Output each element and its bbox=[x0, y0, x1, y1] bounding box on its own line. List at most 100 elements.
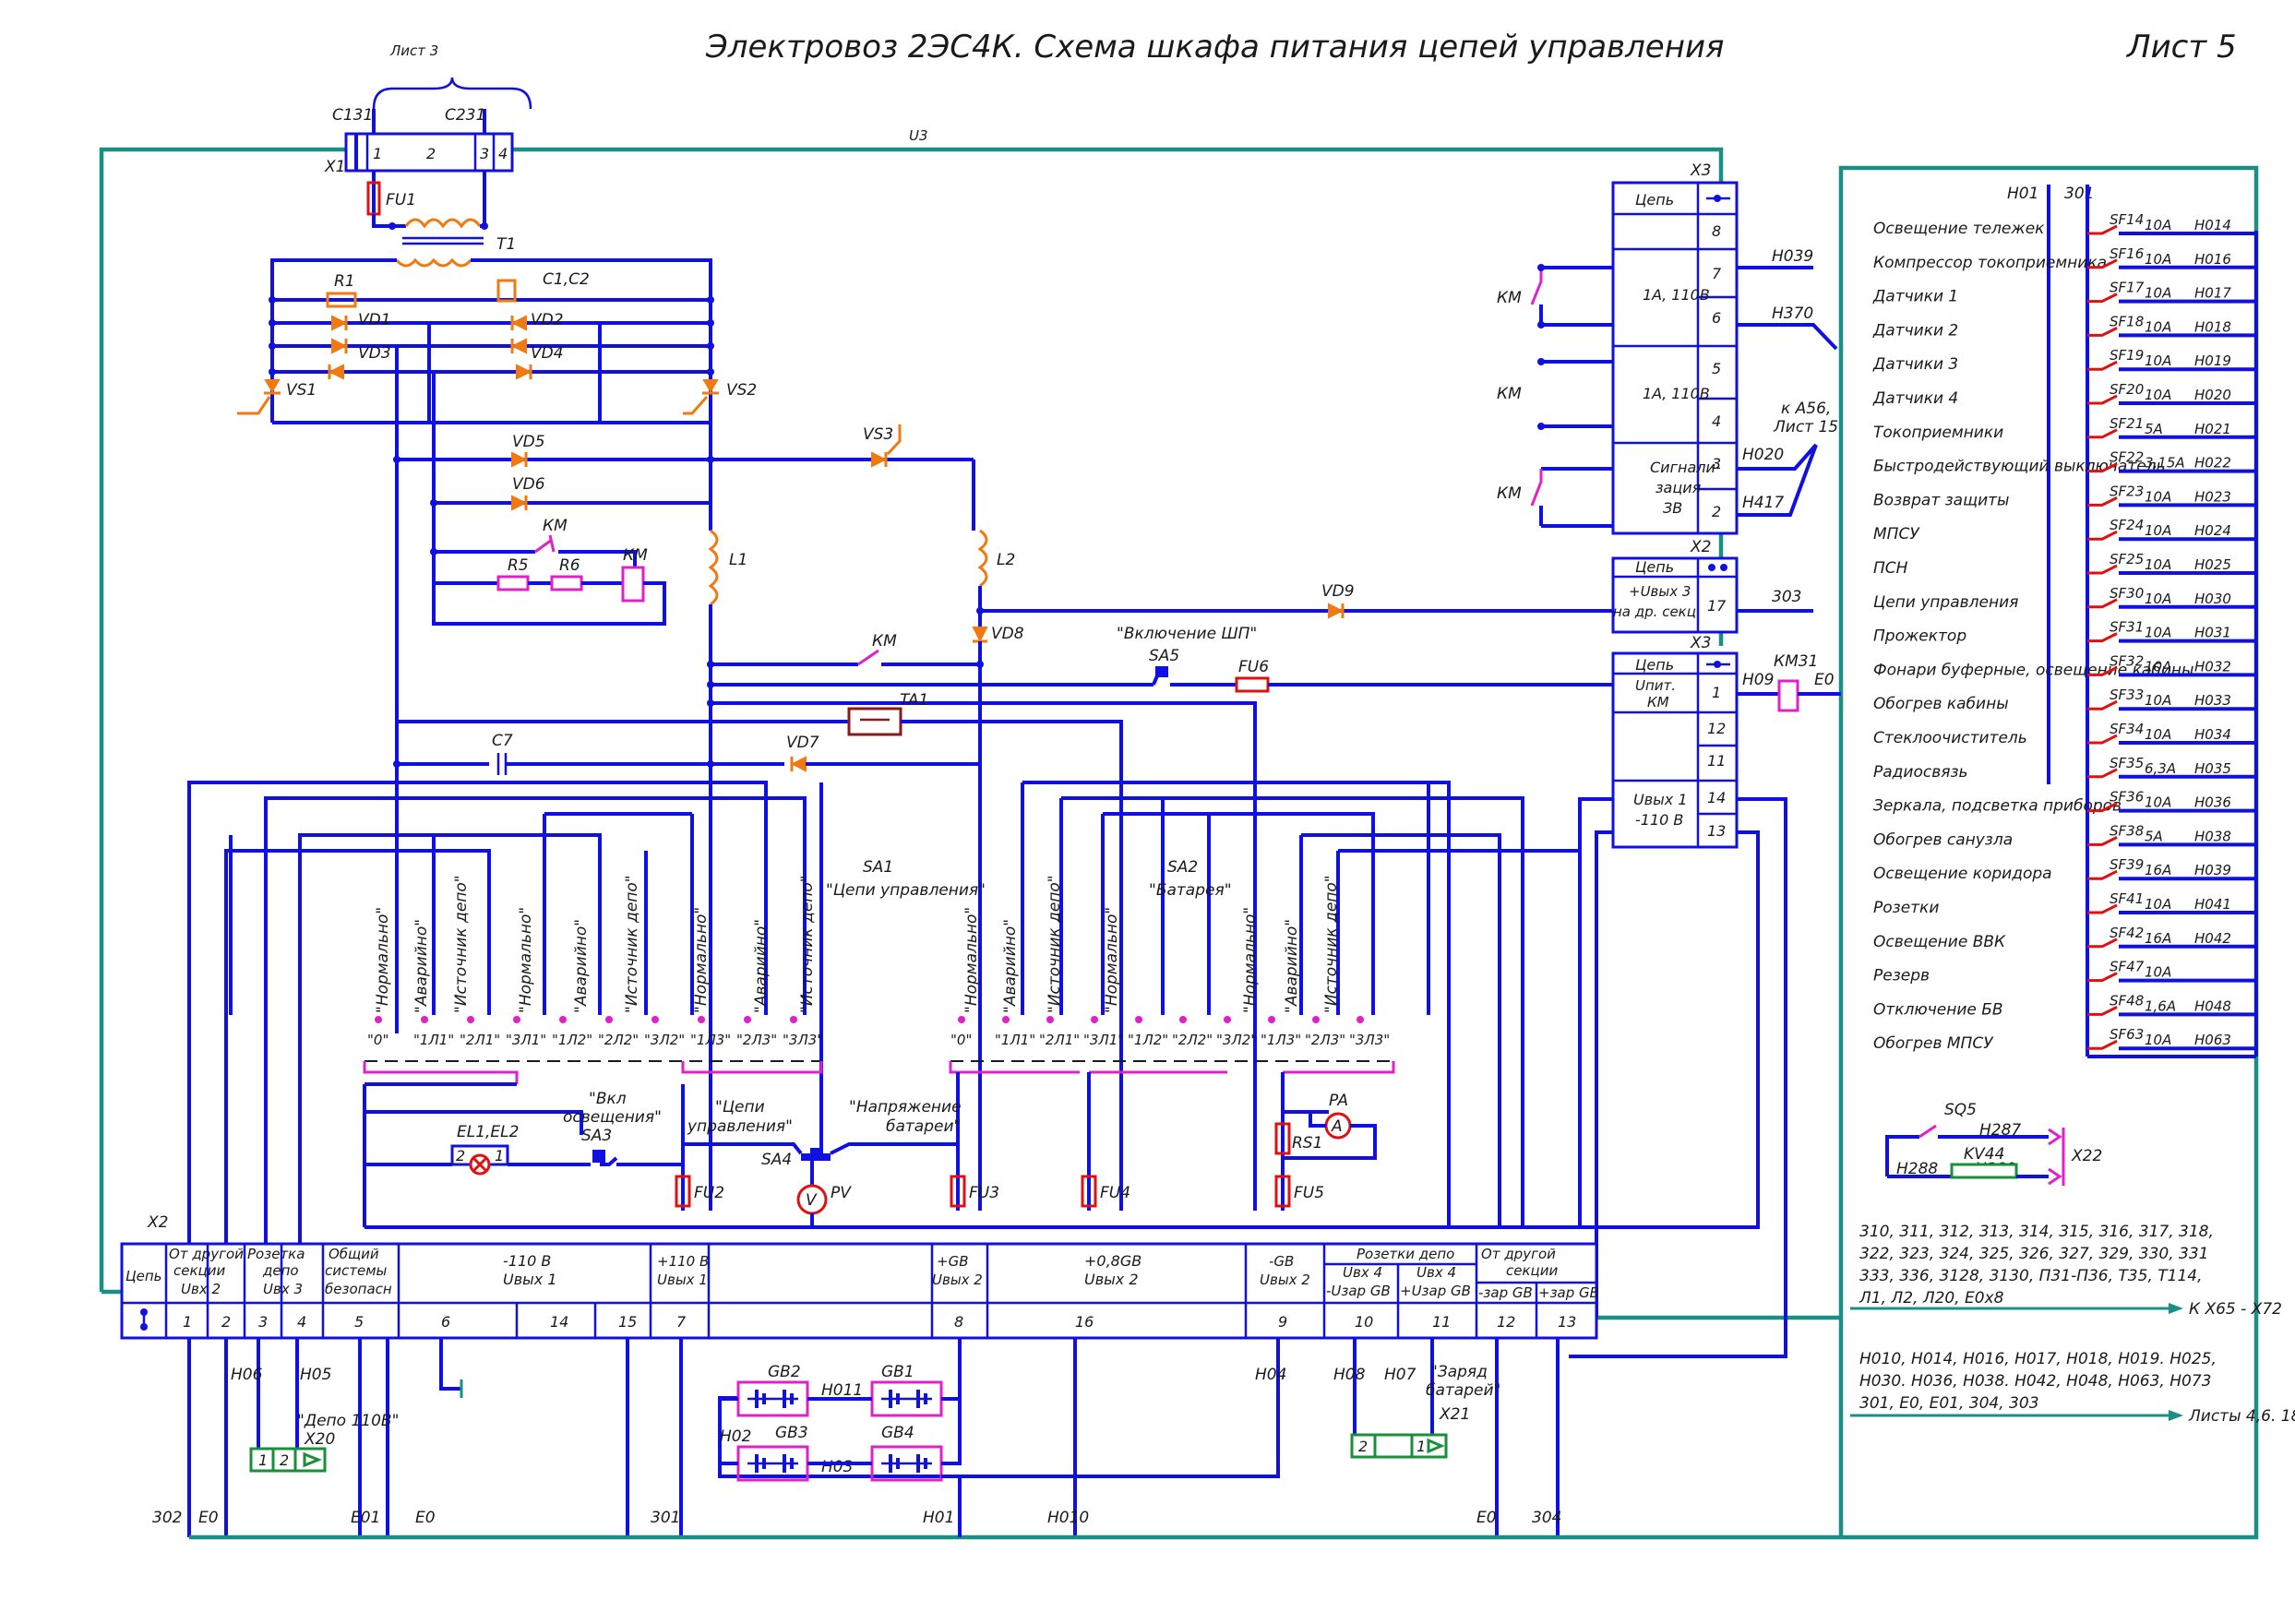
breaker-contact bbox=[2087, 666, 2118, 676]
svg-text:6: 6 bbox=[1712, 309, 1721, 327]
svg-text:7: 7 bbox=[676, 1313, 687, 1331]
svg-text:GB2: GB2 bbox=[768, 1363, 801, 1381]
svg-text:"Нормально": "Нормально" bbox=[1241, 907, 1260, 1013]
breaker-wire-number: Н024 bbox=[2194, 522, 2231, 539]
vd5-vd6-vs3: VD5 VD6 VS3 bbox=[393, 424, 975, 531]
breaker-wire-number: Н016 bbox=[2194, 251, 2231, 268]
breaker-purpose-label: Резерв bbox=[1873, 967, 1930, 985]
svg-text:C7: C7 bbox=[492, 732, 513, 750]
breaker-contact bbox=[2087, 496, 2118, 507]
breaker-id: SF16 bbox=[2110, 245, 2144, 262]
svg-text:Е0: Е0 bbox=[1814, 671, 1835, 689]
breaker-purpose-label: Компрессор токоприемника bbox=[1873, 254, 2107, 272]
svg-text:301: 301 bbox=[2064, 185, 2094, 203]
breaker-contact bbox=[2087, 699, 2118, 710]
svg-text:Н010: Н010 bbox=[1047, 1509, 1089, 1527]
svg-text:Uпит.: Uпит. bbox=[1635, 677, 1676, 694]
svg-text:R5: R5 bbox=[508, 556, 529, 575]
svg-text:2: 2 bbox=[221, 1313, 231, 1331]
breaker-id: SF19 bbox=[2110, 347, 2144, 364]
breaker-rating: 10А bbox=[2145, 488, 2171, 505]
svg-text:1: 1 bbox=[495, 1147, 504, 1164]
svg-text:322, 323, 324, 325, 326, 327,: 322, 323, 324, 325, 326, 327, 329, 330, … bbox=[1859, 1245, 2209, 1263]
switch-position-label: "1Л3" bbox=[690, 1032, 731, 1048]
breaker-contact bbox=[2087, 258, 2118, 269]
switch-position-label: "0" bbox=[367, 1032, 388, 1048]
svg-text:безопасн: безопасн bbox=[325, 1281, 392, 1297]
breaker-wire-number: Н039 bbox=[2194, 862, 2231, 878]
switch-position-label: "1Л1" bbox=[413, 1032, 454, 1048]
x2-mid-block: X2 Цепь +Uвых 3 на др. секц 17 303 bbox=[1611, 538, 1813, 634]
breaker-purpose-label: Розетки bbox=[1873, 899, 1939, 917]
switch-contact-dot bbox=[651, 1016, 659, 1023]
breaker-purpose-label: Датчики 2 bbox=[1872, 321, 1958, 340]
svg-text:Uвых 2: Uвых 2 bbox=[1260, 1272, 1310, 1288]
breaker-purpose-label: Цепи управления bbox=[1873, 593, 2018, 612]
svg-text:Н417: Н417 bbox=[1742, 494, 1784, 512]
svg-text:17: 17 bbox=[1707, 597, 1727, 615]
svg-text:R1: R1 bbox=[334, 272, 355, 291]
svg-text:KV44: KV44 bbox=[1964, 1145, 2004, 1164]
svg-text:VD5: VD5 bbox=[512, 433, 545, 451]
svg-text:A: A bbox=[1331, 1117, 1343, 1136]
switch-contact-dot bbox=[605, 1016, 613, 1023]
switch-position-label: "3Л3" bbox=[1349, 1032, 1390, 1048]
breaker-id: SF36 bbox=[2110, 789, 2144, 806]
svg-text:Н020: Н020 bbox=[1742, 446, 1784, 464]
fuse-row: FU2 FU3 FU4 FU5 RS1 A PA bbox=[365, 1092, 1580, 1229]
svg-text:7: 7 bbox=[1712, 265, 1722, 282]
svg-text:FU4: FU4 bbox=[1100, 1184, 1130, 1202]
svg-text:"Источник депо": "Источник депо" bbox=[1046, 875, 1064, 1013]
switch-contact-dot bbox=[958, 1016, 965, 1023]
switch-position-label: "1Л1" bbox=[995, 1032, 1035, 1048]
svg-text:"Аварийно": "Аварийно" bbox=[572, 919, 591, 1013]
breaker-contact bbox=[2087, 869, 2118, 880]
svg-text:Uвых 1: Uвых 1 bbox=[1633, 791, 1688, 808]
svg-text:К X65 - X72: К X65 - X72 bbox=[2189, 1300, 2282, 1319]
svg-text:Л1, Л2, Л20, Е0х8: Л1, Л2, Л20, Е0х8 bbox=[1859, 1289, 2004, 1308]
svg-text:Uвх 3: Uвх 3 bbox=[263, 1281, 303, 1297]
breaker-contact bbox=[2087, 462, 2118, 473]
chokes: L1 L2 VD8 VD9 bbox=[708, 423, 1615, 1211]
svg-text:RS1: RS1 bbox=[1292, 1134, 1322, 1152]
svg-text:VD2: VD2 bbox=[531, 311, 564, 329]
breaker-purpose-label: Возврат защиты bbox=[1873, 491, 2009, 509]
c7-vd7: C7 VD7 bbox=[393, 577, 980, 1033]
svg-text:"Аварийно": "Аварийно" bbox=[1283, 919, 1301, 1013]
breaker-id: SF32 bbox=[2110, 652, 2144, 669]
svg-text:Н05: Н05 bbox=[300, 1366, 331, 1384]
breaker-wire-number: Н022 bbox=[2194, 455, 2231, 472]
switch-position-label: "1Л2" bbox=[1128, 1032, 1168, 1048]
breaker-rating: 10А bbox=[2145, 625, 2171, 641]
breaker-wire-number: Н032 bbox=[2194, 658, 2231, 675]
breaker-contact bbox=[2087, 768, 2118, 779]
svg-text:X20: X20 bbox=[304, 1430, 335, 1449]
svg-text:Н06: Н06 bbox=[231, 1366, 263, 1384]
svg-text:T1: T1 bbox=[496, 235, 516, 254]
svg-text:КМ31: КМ31 bbox=[1774, 652, 1818, 671]
svg-text:1А, 110В: 1А, 110В bbox=[1643, 385, 1710, 402]
breaker-rating: 10А bbox=[2145, 251, 2171, 268]
x1-cell-1: 1 bbox=[373, 145, 382, 162]
svg-text:9: 9 bbox=[1278, 1313, 1287, 1331]
breaker-purpose-label: Обогрев МПСУ bbox=[1873, 1034, 1994, 1053]
x1-cell-3: 3 bbox=[480, 145, 489, 162]
svg-text:333, 336, 3128, 3130, П31-П36,: 333, 336, 3128, 3130, П31-П36, Т35, Т114… bbox=[1859, 1267, 2203, 1285]
breaker-id: SF14 bbox=[2110, 211, 2144, 228]
breaker-rating: 6,3А bbox=[2145, 760, 2176, 777]
switch-contact-dot bbox=[790, 1016, 797, 1023]
breaker-purpose-label: Зеркала, подсветка приборов bbox=[1873, 797, 2122, 816]
svg-text:5: 5 bbox=[1712, 360, 1721, 377]
svg-text:VS3: VS3 bbox=[863, 425, 893, 444]
svg-text:Е0: Е0 bbox=[198, 1509, 219, 1527]
breaker-rating: 10А bbox=[2145, 318, 2171, 335]
svg-text:X2: X2 bbox=[1690, 538, 1711, 556]
breaker-contact bbox=[2087, 293, 2118, 304]
svg-text:Uвх 4: Uвх 4 bbox=[1343, 1264, 1382, 1281]
svg-text:4: 4 bbox=[1712, 412, 1721, 430]
svg-text:13: 13 bbox=[1707, 822, 1726, 840]
switch-position-label: "3Л1" bbox=[1083, 1032, 1124, 1048]
breaker-contact bbox=[2087, 224, 2118, 235]
svg-text:Общий: Общий bbox=[329, 1246, 379, 1262]
